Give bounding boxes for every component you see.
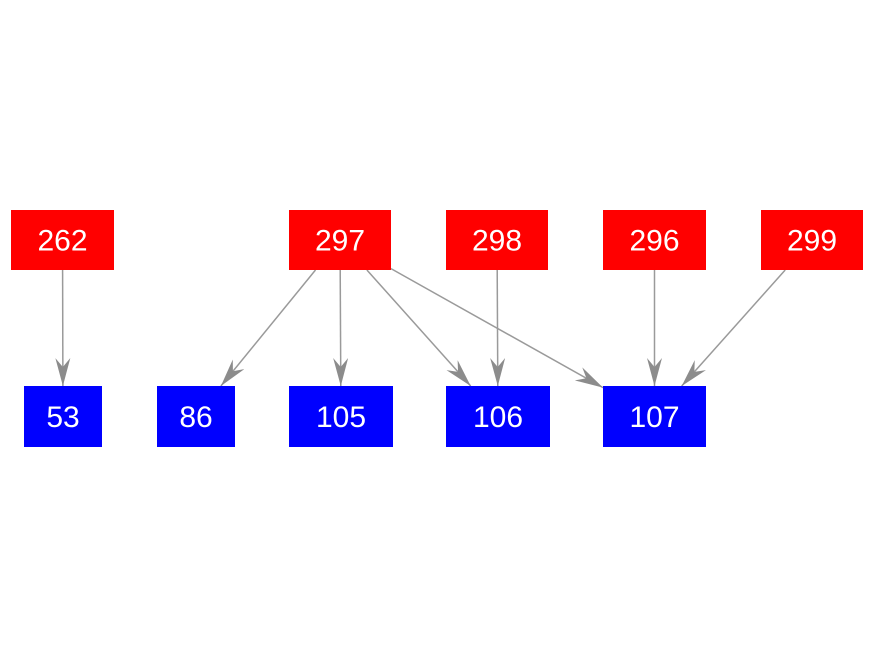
edge-297-106: [366, 269, 472, 387]
node-106[interactable]: 106: [446, 386, 550, 447]
node-299-box[interactable]: [761, 210, 863, 270]
node-105-box[interactable]: [289, 386, 393, 447]
node-53[interactable]: 53: [24, 386, 102, 447]
node-298[interactable]: 298: [446, 210, 548, 270]
edge-297-105: [333, 269, 349, 387]
node-299[interactable]: 299: [761, 210, 863, 270]
node-106-box[interactable]: [446, 386, 550, 447]
edge-299-107: [681, 269, 786, 387]
edge-297-86: [220, 269, 317, 387]
node-107-box[interactable]: [603, 386, 706, 447]
node-107[interactable]: 107: [603, 386, 706, 447]
node-296-box[interactable]: [603, 210, 706, 270]
node-53-box[interactable]: [24, 386, 102, 447]
nodes-layer: 262 297 298 296 299 53 86 105 106 107: [11, 210, 863, 447]
node-86[interactable]: 86: [157, 386, 235, 447]
edge-298-106: [490, 269, 506, 387]
node-298-box[interactable]: [446, 210, 548, 270]
node-296[interactable]: 296: [603, 210, 706, 270]
node-262-box[interactable]: [11, 210, 114, 270]
node-86-box[interactable]: [157, 386, 235, 447]
node-105[interactable]: 105: [289, 386, 393, 447]
edges-layer: [55, 267, 786, 389]
node-297-box[interactable]: [289, 210, 391, 270]
node-262[interactable]: 262: [11, 210, 114, 270]
node-297[interactable]: 297: [289, 210, 391, 270]
